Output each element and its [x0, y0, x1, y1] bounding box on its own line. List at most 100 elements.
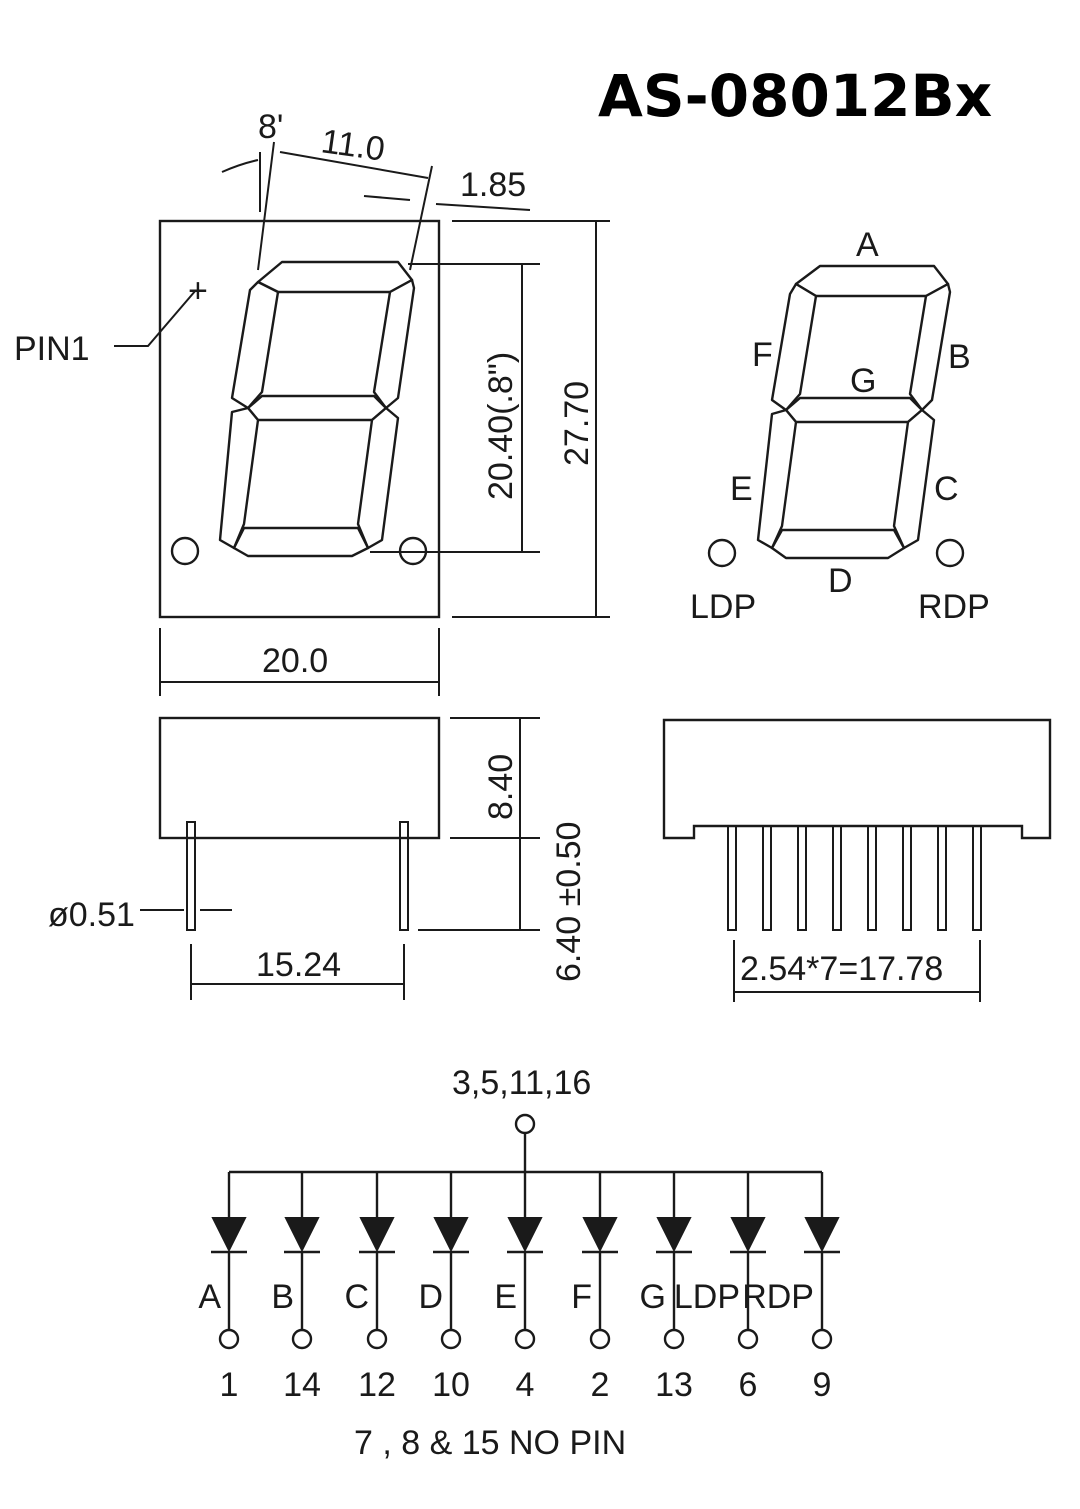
part-number-title: AS-08012Bx: [598, 62, 992, 130]
pin-terminal: [218, 1328, 240, 1350]
diode-e: E4: [494, 1172, 543, 1404]
slant-dim-line: [435, 203, 531, 211]
end-view: 2.54*7=17.78: [662, 718, 1052, 1002]
map-segment-a: [794, 264, 950, 298]
diode-triangle-icon: [359, 1217, 395, 1253]
pin-terminal: [366, 1328, 388, 1350]
angle-ext-line-left: [257, 141, 275, 271]
end-pin: [937, 825, 947, 931]
diode-triangle-icon: [284, 1217, 320, 1253]
end-pin: [902, 825, 912, 931]
map-label-b: B: [948, 338, 971, 376]
diode-triangle-icon: [804, 1217, 840, 1253]
diode-pin-number: 14: [283, 1366, 321, 1404]
pitch-label: 2.54*7=17.78: [740, 950, 943, 988]
diode-segment-label: F: [571, 1278, 592, 1316]
pin-terminal: [440, 1328, 462, 1350]
diode-triangle-icon: [507, 1217, 543, 1253]
side-view: 8.40 6.40 ±0.50 ø0.51 15.24: [48, 716, 588, 1000]
end-pin: [797, 825, 807, 931]
diode-triangle-icon: [730, 1217, 766, 1253]
body-depth-label: 8.40: [482, 754, 520, 820]
front-segment-e: [218, 406, 260, 550]
slant-dim-left: [363, 195, 411, 201]
pin1-marker-icon: +: [188, 272, 208, 310]
map-segment-e: [756, 408, 798, 550]
end-pin: [832, 825, 842, 931]
front-view: PIN1 + 8' 11.0 1.85 20.40(.8") 27.70 20.…: [14, 108, 610, 696]
diode-pin-number: 10: [432, 1366, 470, 1404]
map-rdp-dot: [935, 538, 965, 568]
pin-diameter-label: ø0.51: [48, 896, 135, 934]
body-width-label: 20.0: [262, 642, 328, 680]
diode-triangle-icon: [656, 1217, 692, 1253]
angle-ext-line-right: [409, 165, 433, 271]
front-ldp-dot: [170, 536, 200, 566]
pin1-label: PIN1: [14, 330, 90, 368]
end-pin: [762, 825, 772, 931]
pin-terminal: [514, 1328, 536, 1350]
front-segment-g: [246, 394, 388, 422]
diode-rdp: RDP 9: [742, 1172, 840, 1404]
pin-terminal: [663, 1328, 685, 1350]
diode-triangle-icon: [211, 1217, 247, 1253]
diode-segment-label: A: [198, 1278, 221, 1316]
map-label-ldp: LDP: [690, 588, 756, 626]
diode-segment-label: RDP: [742, 1278, 814, 1316]
diode-g: G13: [640, 1172, 693, 1404]
diode-segment-label: C: [344, 1278, 369, 1316]
map-segment-g: [784, 396, 924, 424]
side-pin-left: [186, 821, 196, 931]
side-body-outline: [158, 716, 441, 840]
front-segment-c: [356, 406, 400, 550]
map-ldp-dot: [707, 538, 737, 568]
map-segment-b: [908, 282, 952, 412]
diode-c: C12: [344, 1172, 396, 1404]
pin-terminal: [291, 1328, 313, 1350]
diode-pin-number: 9: [813, 1366, 832, 1404]
end-pin: [867, 825, 877, 931]
diode-segment-label: B: [271, 1278, 294, 1316]
map-label-e: E: [730, 470, 753, 508]
digit-height-label: 20.40(.8"): [482, 352, 520, 500]
angle-arc: [221, 159, 259, 173]
map-label-f: F: [752, 336, 773, 374]
diode-b: B 14: [271, 1172, 321, 1404]
pin1-leader-line: [114, 289, 197, 347]
diode-pin-number: 6: [739, 1366, 758, 1404]
no-pin-note: 7 , 8 & 15 NO PIN: [354, 1424, 626, 1462]
front-digit: [170, 260, 428, 566]
side-pin-right: [399, 821, 409, 931]
segment-map: A B C D E F G LDP RDP: [690, 226, 990, 626]
map-label-rdp: RDP: [918, 588, 990, 626]
pin-terminal: [589, 1328, 611, 1350]
front-segment-d: [232, 526, 370, 558]
pin-length-label: 6.40 ±0.50: [550, 822, 588, 982]
body-height-label: 27.70: [558, 381, 596, 466]
diode-a: A1: [198, 1172, 247, 1404]
row-spacing-label: 15.24: [256, 946, 341, 984]
diode-f: F2: [571, 1172, 618, 1404]
diode-ldp: LDP 6: [674, 1172, 766, 1404]
end-pins: [727, 825, 982, 931]
digit-width-label: 11.0: [319, 122, 387, 168]
diode-segment-label: LDP: [674, 1278, 740, 1316]
pin-terminal: [811, 1328, 833, 1350]
map-segment-f: [770, 282, 818, 412]
common-pins-label: 3,5,11,16: [452, 1064, 591, 1102]
map-label-c: C: [934, 470, 959, 508]
diode-pin-number: 13: [655, 1366, 693, 1404]
map-label-d: D: [828, 562, 853, 600]
tilt-angle-label: 8': [258, 108, 283, 146]
diode-pin-number: 1: [220, 1366, 239, 1404]
end-pin: [972, 825, 982, 931]
front-segment-a: [256, 260, 414, 294]
diode-triangle-icon: [433, 1217, 469, 1253]
map-label-g: G: [850, 362, 876, 400]
front-segment-b: [372, 278, 416, 410]
slant-offset-label: 1.85: [460, 166, 526, 204]
diode-segment-label: E: [494, 1278, 517, 1316]
